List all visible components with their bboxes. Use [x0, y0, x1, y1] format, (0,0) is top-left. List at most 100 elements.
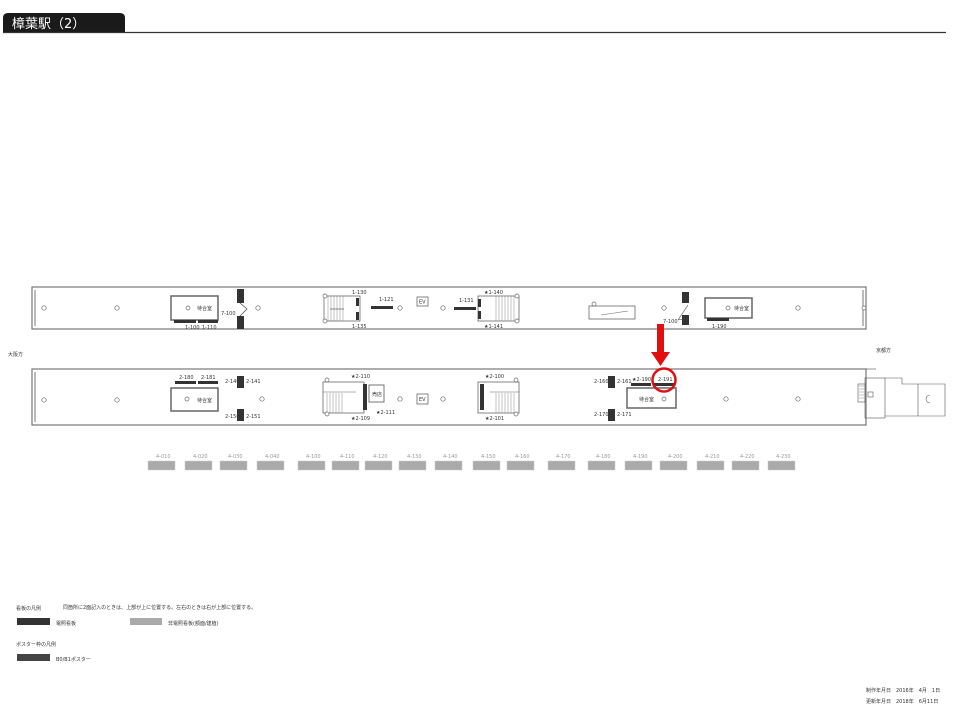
legend-unlit-label: 非電照看板(額面/建植) [168, 620, 219, 627]
sign-2-190[interactable] [631, 383, 651, 386]
sign-label: ★2-111 [376, 410, 395, 416]
sign-label: ★2-101 [485, 416, 504, 422]
poster-label: 4-220 [740, 454, 755, 460]
sign-label: 1-190 [712, 324, 727, 330]
elevator-icon [416, 296, 429, 307]
sign-label: 2-181 [201, 375, 216, 381]
sign-label: ★2-109 [351, 416, 370, 422]
sign-2-170[interactable] [608, 409, 615, 421]
poster-label: 4-180 [596, 454, 611, 460]
gate-7-100b [237, 316, 244, 329]
sign-label: 2-151 [246, 414, 261, 420]
waiting-room-label: 待合室 [197, 305, 212, 312]
poster-frame[interactable] [147, 460, 176, 471]
sign-2-140[interactable] [237, 376, 244, 388]
sign-label: 1-131 [459, 298, 474, 304]
sign-1-131[interactable] [454, 307, 476, 310]
gate-7-100 [682, 292, 689, 303]
poster-frame[interactable] [767, 460, 796, 471]
poster-frame[interactable] [219, 460, 248, 471]
sign-label: 1-130 [352, 290, 367, 296]
header: 樟葉駅（2） [3, 13, 946, 34]
stairs-icon [322, 377, 367, 417]
platform-top: 待合室 1-100 1-110 7-100 1-130 1-135 1-121 … [31, 286, 867, 331]
poster-frame[interactable] [547, 460, 576, 471]
poster-frame[interactable] [364, 460, 393, 471]
sign-1-190[interactable] [707, 318, 729, 321]
highlight-arrow [651, 324, 670, 366]
legend-poster-label: B0/B1ポスター [56, 656, 91, 663]
platform-bottom: 2-180 2-181 待合室 2-140 2-141 2-150 2-151 … [31, 367, 946, 426]
poster-frame[interactable] [624, 460, 653, 471]
sign-2-160[interactable] [608, 376, 615, 388]
gate-7-100 [237, 289, 244, 303]
elevator-label: EV [419, 300, 426, 306]
gate-7-100b [682, 315, 689, 325]
legend-poster-swatch [17, 654, 50, 661]
sign-2-180[interactable] [175, 381, 196, 384]
direction-kyoto: 京都方 [876, 347, 891, 354]
waiting-room [170, 295, 219, 321]
sign-label: 1-100 [185, 325, 200, 331]
sign-label: 7-100 [221, 311, 236, 317]
poster-frame[interactable] [696, 460, 725, 471]
poster-frame[interactable] [434, 460, 463, 471]
sign-2-181[interactable] [198, 381, 218, 384]
poster-frame[interactable] [731, 460, 760, 471]
sign-label: 1-135 [352, 324, 367, 330]
station-building [857, 368, 946, 419]
poster-frame[interactable] [398, 460, 427, 471]
poster-label: 4-010 [156, 454, 171, 460]
poster-frame[interactable] [331, 460, 360, 471]
legend: 看板の凡例 同箇所に2面記入のときは、上部が上に位置する。左右のときは右が上部に… [16, 604, 256, 663]
page-title: 樟葉駅（2） [12, 17, 85, 32]
sign-label: ★2-100 [485, 374, 504, 380]
sign-label: 2-141 [246, 379, 261, 385]
poster-frame[interactable] [297, 460, 326, 471]
elevator-label: EV [419, 397, 426, 403]
sign-2-150[interactable] [237, 409, 244, 421]
sign-label: ★1-140 [484, 290, 503, 296]
poster-label: 4-030 [228, 454, 243, 460]
sign-1-100[interactable] [174, 320, 196, 323]
sign-label: 7-100 [663, 319, 678, 325]
sign-label: 2-180 [179, 375, 194, 381]
poster-label: 4-130 [407, 454, 422, 460]
legend-lit-label: 電照看板 [56, 620, 76, 627]
poster-frame[interactable] [659, 460, 688, 471]
stairs-icon [322, 293, 361, 324]
sign-label: 2-150 [225, 414, 240, 420]
waiting-room [626, 387, 677, 409]
poster-frame[interactable] [256, 460, 285, 471]
shop-label: 売店 [372, 391, 382, 398]
stairs-icon [477, 377, 520, 417]
sign-label: 2-160 [594, 379, 609, 385]
waiting-room [170, 387, 219, 412]
gate-icon [239, 302, 248, 317]
sign-1-121[interactable] [371, 306, 393, 309]
poster-label: 4-170 [556, 454, 571, 460]
created-date: 制作年月日 2016年 4月 1日 [866, 687, 940, 694]
legend-title: 看板の凡例 [16, 605, 41, 612]
poster-frame[interactable] [184, 460, 213, 471]
poster-frame[interactable] [506, 460, 535, 471]
shop [368, 384, 385, 403]
sign-1-110[interactable] [198, 320, 218, 323]
updated-date: 更新年月日 2018年 6月11日 [866, 698, 938, 705]
poster-label: 4-020 [193, 454, 208, 460]
direction-osaka: 大阪方 [8, 351, 23, 358]
legend-poster-title: ポスター枠の凡例 [16, 641, 56, 648]
sign-label: ★2-110 [351, 374, 370, 380]
poster-label: 4-210 [705, 454, 720, 460]
waiting-room-label: 待合室 [197, 397, 212, 404]
poster-frame[interactable] [587, 460, 616, 471]
sign-2-191[interactable] [654, 383, 674, 386]
poster-label: 4-100 [306, 454, 321, 460]
sign-label: ★1-141 [484, 324, 503, 330]
poster-frame[interactable] [472, 460, 501, 471]
sign-label: ★2-190 [632, 377, 651, 383]
escalator-icon [588, 301, 636, 320]
gate-icon [677, 304, 689, 321]
